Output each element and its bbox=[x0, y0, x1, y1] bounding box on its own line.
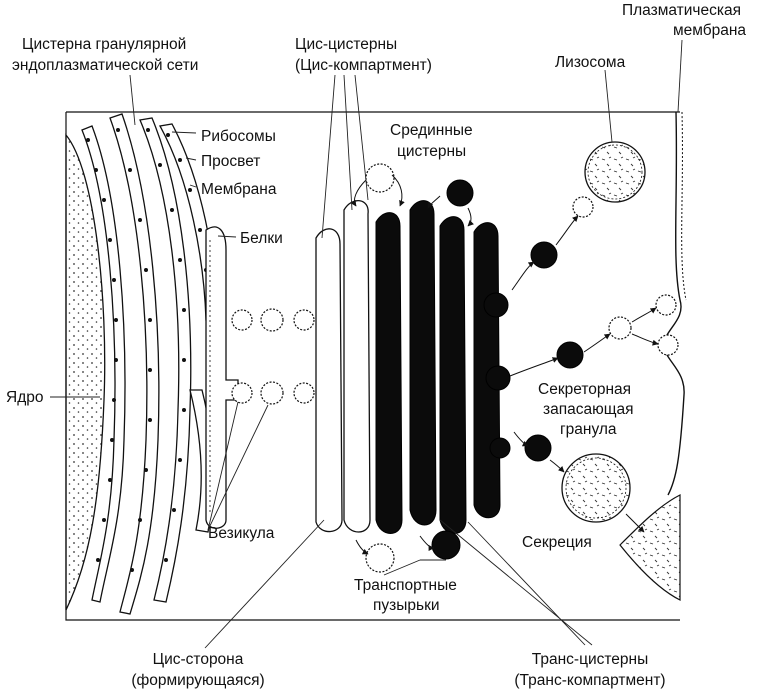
label-trans-cisterns-2: (Транс-компартмент) bbox=[514, 672, 665, 689]
label-ribosomes: Рибосомы bbox=[201, 128, 276, 145]
golgi-vesicles bbox=[365, 163, 679, 573]
label-trans-cisterns: Транс-цистерны bbox=[532, 651, 648, 668]
label-vesicle: Везикула bbox=[208, 525, 275, 542]
leader-lines bbox=[50, 39, 683, 649]
label-medial-cisterns: Срединные bbox=[390, 122, 473, 139]
flow-arrows bbox=[350, 174, 659, 555]
label-nucleus: Ядро bbox=[6, 389, 43, 406]
label-transport-vesicles-2: пузырьки bbox=[373, 597, 440, 614]
label-lumen: Просвет bbox=[201, 153, 260, 170]
cis-cisterns bbox=[315, 200, 371, 533]
label-secretory-granule: Секреторная bbox=[538, 381, 631, 398]
er-to-cis-vesicles bbox=[231, 308, 315, 405]
label-medial-cisterns-2: цистерны bbox=[397, 143, 466, 160]
secretory-granule bbox=[561, 453, 631, 523]
label-membrane: Мембрана bbox=[201, 181, 277, 198]
label-er-cistern: Цистерна гранулярной bbox=[22, 36, 186, 53]
label-secretory-granule-2: запасающая bbox=[543, 401, 634, 418]
label-cis-cisterns: Цис-цистерны bbox=[295, 36, 397, 53]
label-transport-vesicles: Транспортные bbox=[354, 577, 457, 594]
nucleus bbox=[65, 133, 106, 611]
label-secretory-granule-3: гранула bbox=[560, 421, 617, 438]
transitional-er bbox=[205, 226, 239, 529]
medial-trans-cisterns bbox=[375, 200, 511, 534]
label-cis-cisterns-2: (Цис-компартмент) bbox=[295, 57, 432, 74]
label-plasma-membrane-2: мембрана bbox=[673, 22, 746, 39]
label-er-cistern-2: эндоплазматической сети bbox=[12, 57, 198, 74]
lysosome bbox=[584, 141, 646, 203]
label-cis-side-2: (формирующаяся) bbox=[131, 672, 264, 689]
ribosomes bbox=[86, 128, 214, 572]
label-proteins: Белки bbox=[240, 230, 283, 247]
label-lysosome: Лизосома bbox=[555, 54, 626, 71]
labels: Цистерна гранулярной эндоплазматической … bbox=[6, 2, 746, 689]
label-cis-side: Цис-сторона bbox=[153, 651, 244, 668]
label-plasma-membrane: Плазматическая bbox=[622, 2, 741, 19]
label-secretion: Секреция bbox=[522, 534, 592, 551]
